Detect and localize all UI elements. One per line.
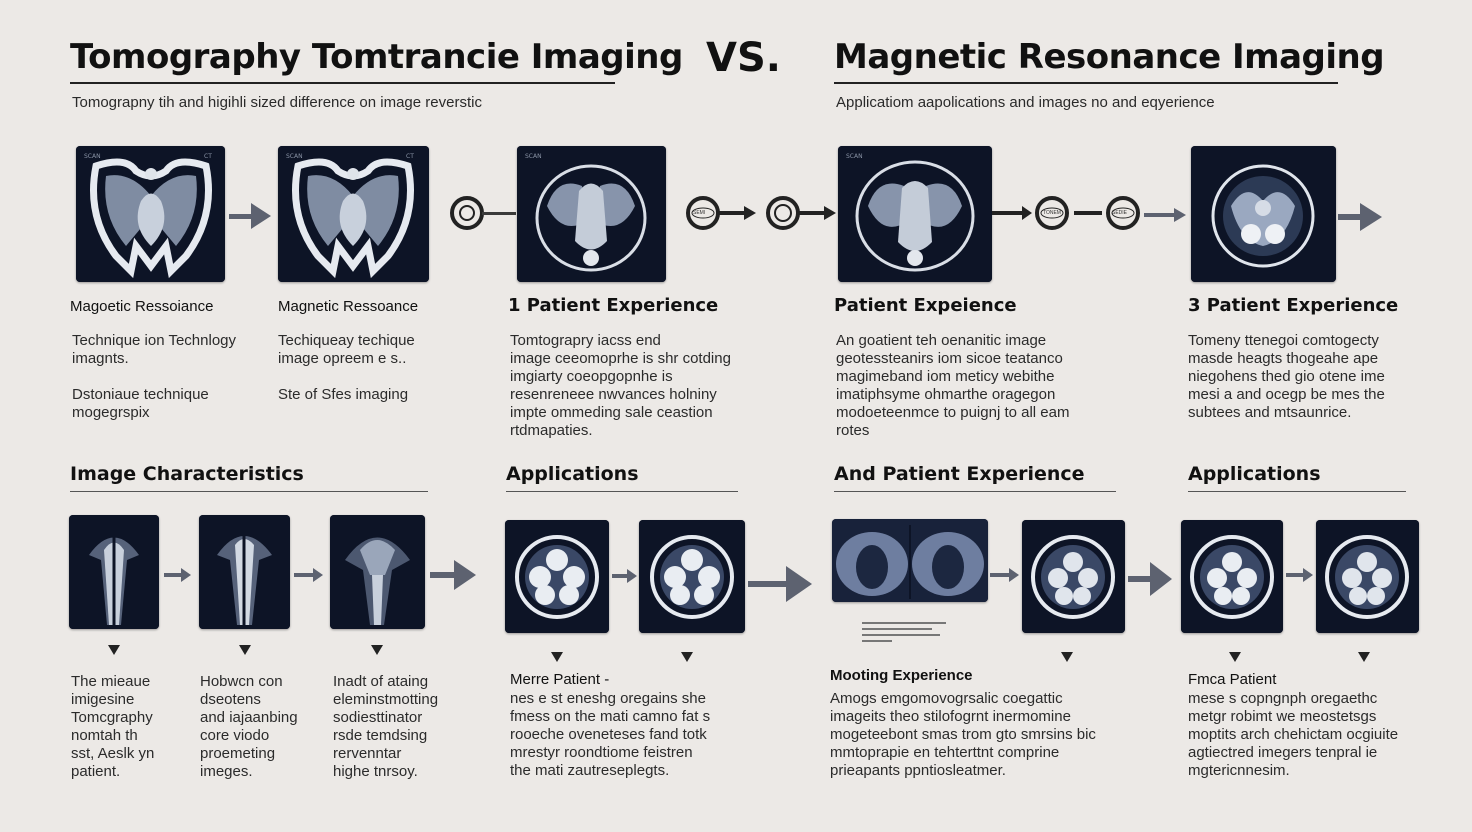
mri-wide-scan-image [832,519,988,602]
down-triangle-icon [681,652,693,662]
section-underline [70,491,428,492]
column-text-2: Techiqueay techique image opreem e s.. S… [278,332,415,403]
brain-scan-image-1 [505,520,609,633]
right-title: Magnetic Resonance Imaging [834,37,1385,77]
brain-scan-image-3 [1022,520,1125,633]
down-triangle-icon [1358,652,1370,662]
left-title-underline [70,82,615,84]
left-subtitle: Tomograpny tih and higihli sized differe… [72,94,482,111]
ring-label-4: TONEM [1043,210,1061,216]
down-triangle-icon [1061,652,1073,662]
brain-scan-image-2 [639,520,745,633]
bottom-heading-4: Merre Patient - [510,671,610,688]
arrow-right-icon [164,567,192,583]
svg-text:CT: CT [406,153,414,160]
ct-scan-image-1: SCAN CT [76,146,225,282]
ct-scan-image-3: SCAN [517,146,666,282]
down-triangle-icon [551,652,563,662]
bottom-text-4: nes e st eneshg oregains she fmess on th… [510,690,711,779]
svg-text:SCAN: SCAN [525,153,542,160]
spine-scan-image-3 [330,515,425,629]
spine-scan-image-2 [199,515,290,629]
bottom-text-3: Inadt of ataing eleminstmotting sodiestt… [333,673,439,780]
left-title: Tomography Tomtrancie Imaging [70,37,683,77]
column-heading-1: Magoetic Ressoiance [70,298,214,315]
mri-scan-image-2 [1191,146,1336,282]
arrow-right-icon [430,558,478,592]
down-triangle-icon [108,645,120,655]
column-text-4: An goatient teh oenanitic image geotesst… [836,332,1070,439]
ring-label-5: SEDIE [1112,210,1128,216]
bottom-heading-5: Mooting Experience [830,667,973,684]
column-text-3: Tomtograpry iacss end image ceeomoprhe i… [510,332,731,439]
bottom-text-2: Hobwcn con dseotens and iajaanbing core … [200,673,298,780]
column-heading-3: 1 Patient Experience [508,295,719,316]
bottom-text-1: The mieaue imigesine Tomcgraphy nomtah t… [71,673,155,780]
section-underline [834,491,1116,492]
spine-scan-image-1 [69,515,159,629]
section-image-characteristics: Image Characteristics [70,463,304,485]
brain-scan-image-4 [1181,520,1283,633]
arrow-right-icon [1338,201,1384,233]
column-heading-2: Magnetic Ressoance [278,298,419,315]
versus-label: VS. [706,35,781,81]
arrow-right-icon [1144,206,1188,224]
down-triangle-icon [239,645,251,655]
svg-text:CT: CT [204,153,212,160]
scanner-ring-icon-5 [1074,194,1148,232]
svg-text:SCAN: SCAN [286,153,303,160]
column-heading-4: Patient Expeience [834,295,1017,316]
section-underline [1188,491,1406,492]
bottom-heading-6: Fmca Patient [1188,671,1277,688]
svg-text:SCAN: SCAN [846,153,863,160]
scanner-ring-icon-3 [764,194,838,232]
mri-scan-image-1: SCAN [838,146,992,282]
scanner-ring-icon-1 [448,194,518,232]
section-and-patient-experience: And Patient Experience [834,463,1085,485]
section-applications-left: Applications [506,463,639,485]
ring-label-2: SEMI [693,210,706,216]
svg-text:SCAN: SCAN [84,153,101,160]
column-text-1: Technique ion Technlogy imagnts. Dstonia… [72,332,237,421]
bottom-text-5: Amogs emgomovogrsalic coegattic imageits… [830,690,1096,779]
ct-scan-image-2: SCAN CT [278,146,429,282]
arrow-right-icon [748,564,814,604]
down-triangle-icon [1229,652,1241,662]
arrow-right-icon [1286,567,1314,583]
arrow-right-icon [1128,560,1174,598]
section-underline [506,491,738,492]
right-title-underline [834,82,1338,84]
arrow-right-icon [294,567,324,583]
column-heading-5: 3 Patient Experience [1188,295,1399,316]
arrow-right-icon [612,568,638,584]
section-applications-right: Applications [1188,463,1321,485]
bottom-text-6: mese s copngnph oregaethc metgr robimt w… [1188,690,1399,779]
scanner-ring-icon-2 [684,194,766,232]
arrow-right-icon [229,201,273,231]
brain-scan-image-5 [1316,520,1419,633]
arrow-right-icon [990,567,1020,583]
right-subtitle: Applicatiom aapolications and images no … [836,94,1215,111]
scanner-ring-icon-4 [992,194,1074,232]
down-triangle-icon [371,645,383,655]
mri-tiny-caption-lines [862,620,946,646]
column-text-5: Tomeny ttenegoi comtogecty masde heagts … [1188,332,1385,421]
